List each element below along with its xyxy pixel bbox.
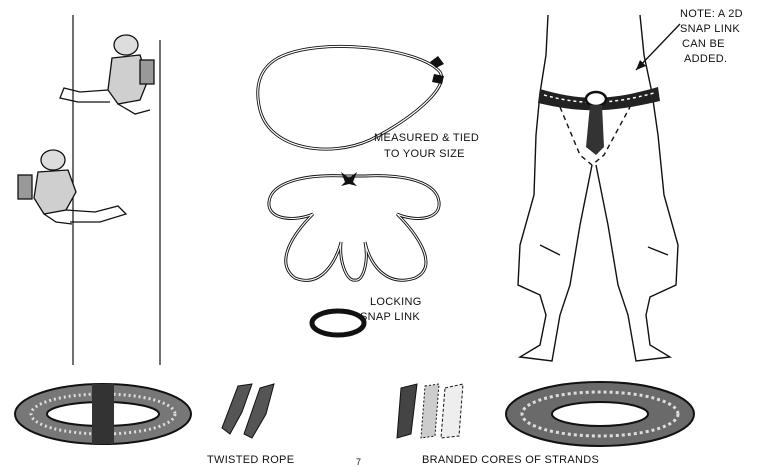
note-line3: CAN BE — [682, 38, 725, 50]
measured-label-line1: MEASURED & TIED — [374, 132, 479, 144]
twisted-rope-coil-illustration — [8, 378, 288, 450]
note-line2: SNAP LINK — [680, 23, 740, 35]
braided-rope-illustration — [395, 378, 695, 450]
upper-soldier-figure — [60, 35, 154, 114]
note-line4: ADDED. — [684, 53, 727, 65]
locking-label-line1: LOCKING — [370, 296, 422, 308]
page-number: 7 — [356, 456, 361, 468]
note-line1: NOTE: A 2D — [680, 8, 743, 20]
twisted-rope-caption: TWISTED ROPE — [207, 454, 294, 466]
note-arrow-icon — [628, 20, 688, 80]
measured-label-line2: TO YOUR SIZE — [384, 148, 465, 160]
folded-seat-illustration — [265, 162, 465, 292]
rappelling-soldiers-illustration — [0, 0, 200, 370]
lower-soldier-figure — [18, 150, 126, 224]
locking-label-line2: SNAP LINK — [360, 311, 420, 323]
braided-rope-caption: BRANDED CORES OF STRANDS — [422, 454, 599, 466]
